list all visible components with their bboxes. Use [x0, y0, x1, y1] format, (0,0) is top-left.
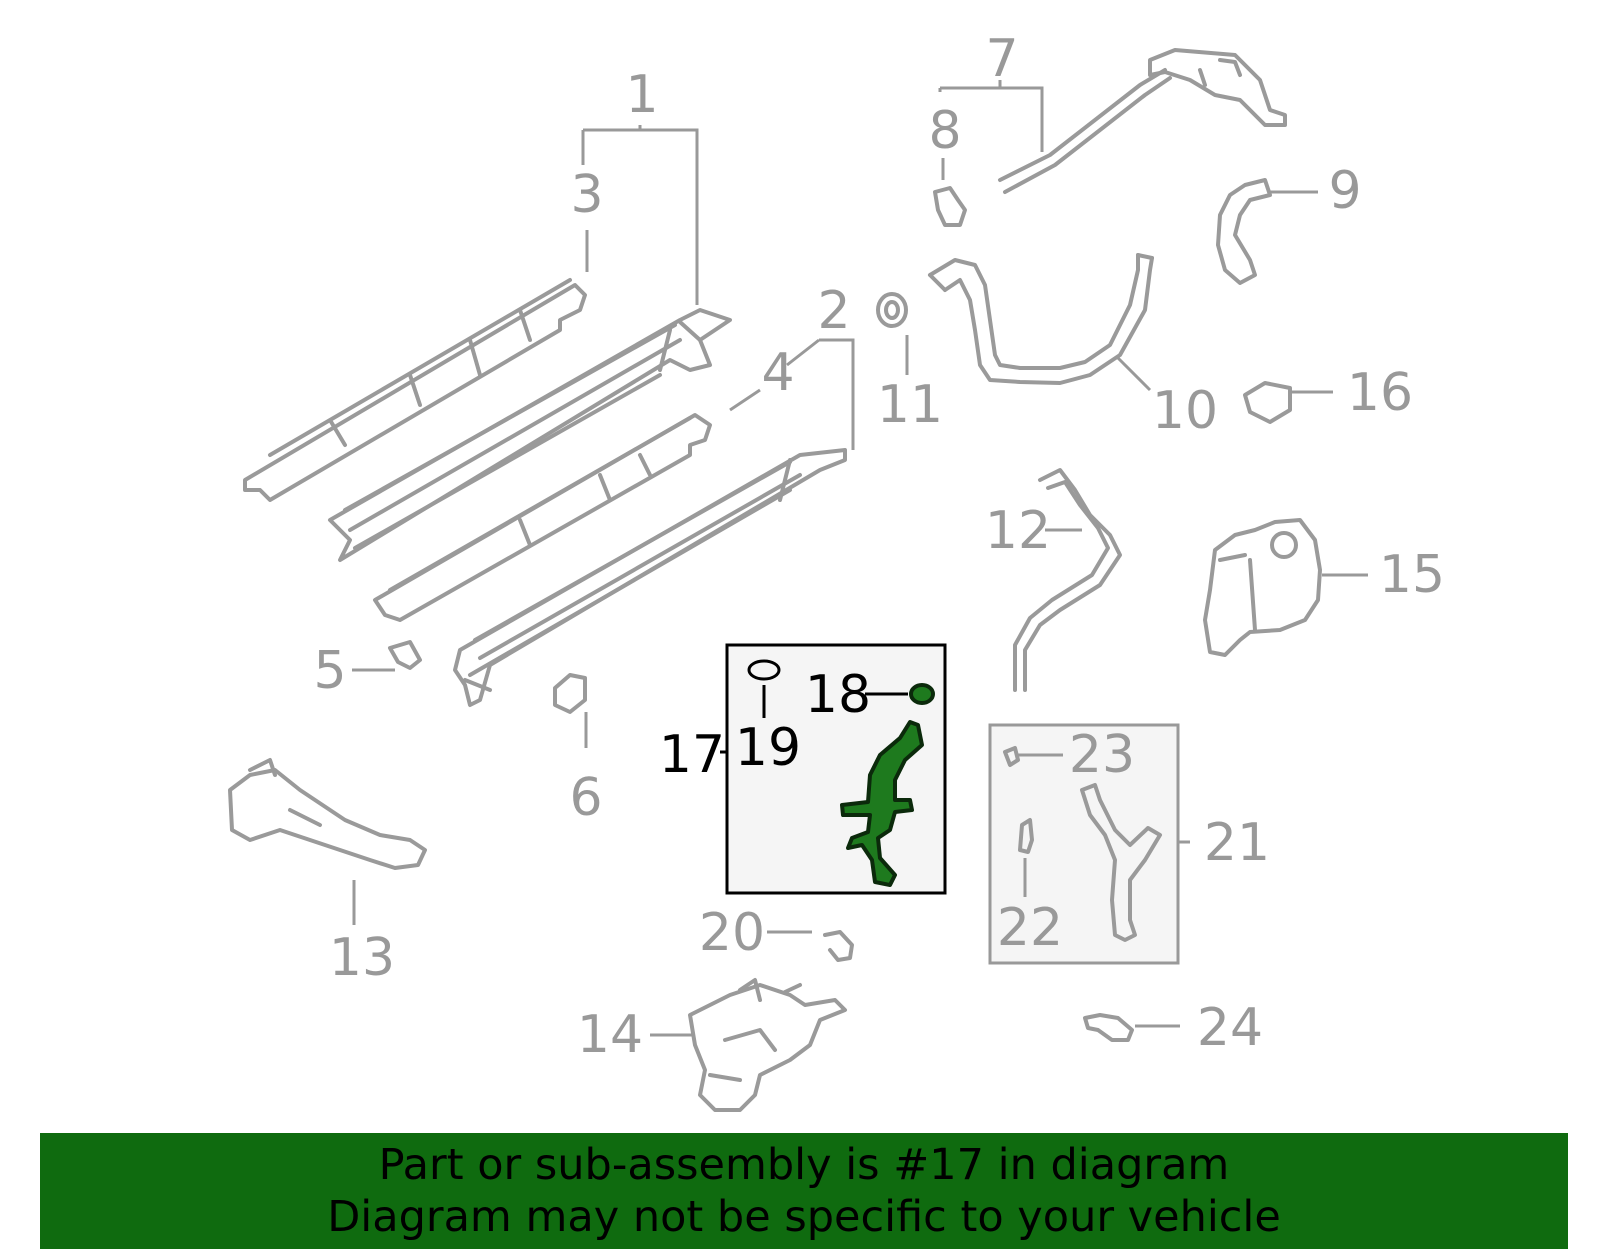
callout-15: 15: [1379, 545, 1445, 605]
callout-24: 24: [1197, 998, 1263, 1058]
callout-13: 13: [329, 928, 395, 988]
callout-18: 18: [805, 665, 871, 725]
part-9-hose[interactable]: [1216, 178, 1272, 285]
part-6-bracket[interactable]: [553, 673, 587, 714]
part-8-clip[interactable]: [933, 186, 967, 227]
callout-20: 20: [699, 903, 765, 963]
callout-11: 11: [877, 375, 943, 435]
part-23-bolt[interactable]: [1003, 746, 1020, 767]
part-7-coolant-pipe[interactable]: [998, 48, 1287, 194]
callout-22: 22: [997, 898, 1063, 958]
callout-17-highlighted: 17: [659, 725, 725, 785]
callout-5: 5: [313, 641, 346, 701]
part-15-reservoir[interactable]: [1203, 518, 1322, 657]
callout-3: 3: [570, 165, 603, 225]
part-10-hose[interactable]: [928, 253, 1154, 385]
callout-8: 8: [928, 101, 961, 161]
part-13-hose[interactable]: [228, 758, 427, 870]
part-14-housing[interactable]: [688, 978, 847, 1112]
callout-4: 4: [761, 343, 794, 403]
part-11-seal[interactable]: [876, 292, 908, 328]
parts-diagram: 1 2 3 4 5 6 7 8 9 10 11 12 13 14 15 16 1…: [228, 29, 1445, 1112]
part-2-condenser[interactable]: [453, 448, 847, 707]
part-3-radiator-rail[interactable]: [243, 278, 587, 502]
callout-21: 21: [1204, 813, 1270, 873]
callout-23: 23: [1069, 725, 1135, 785]
callout-7: 7: [985, 29, 1018, 89]
part-4-rail[interactable]: [373, 413, 712, 622]
leader-lines: [352, 80, 1368, 1037]
notice-banner: Part or sub-assembly is #17 in diagram D…: [40, 1133, 1568, 1249]
part-18-clip-highlighted[interactable]: [909, 683, 935, 705]
part-17-coolant-hose-highlighted[interactable]: [840, 720, 924, 887]
part-24-clamp[interactable]: [1083, 1013, 1134, 1042]
callout-1: 1: [625, 65, 658, 125]
part-16-cap[interactable]: [1243, 381, 1292, 424]
callout-2: 2: [817, 281, 850, 341]
part-5-bolt[interactable]: [388, 640, 422, 670]
part-19-seal[interactable]: [747, 659, 781, 681]
part-1-radiator[interactable]: [328, 308, 732, 562]
callout-9: 9: [1328, 161, 1361, 221]
part-21-hose-assembly[interactable]: [1080, 783, 1162, 942]
callout-14: 14: [577, 1005, 643, 1065]
callout-16: 16: [1347, 363, 1413, 423]
part-12-line[interactable]: [1013, 468, 1122, 692]
part-22-fastener[interactable]: [1018, 818, 1034, 854]
callout-12: 12: [985, 501, 1051, 561]
callout-6: 6: [569, 768, 602, 828]
banner-line-2: Diagram may not be specific to your vehi…: [327, 1192, 1281, 1242]
callout-10: 10: [1152, 381, 1218, 441]
callout-19: 19: [735, 718, 801, 778]
part-20-clamp[interactable]: [823, 930, 854, 962]
banner-line-1: Part or sub-assembly is #17 in diagram: [378, 1140, 1230, 1190]
